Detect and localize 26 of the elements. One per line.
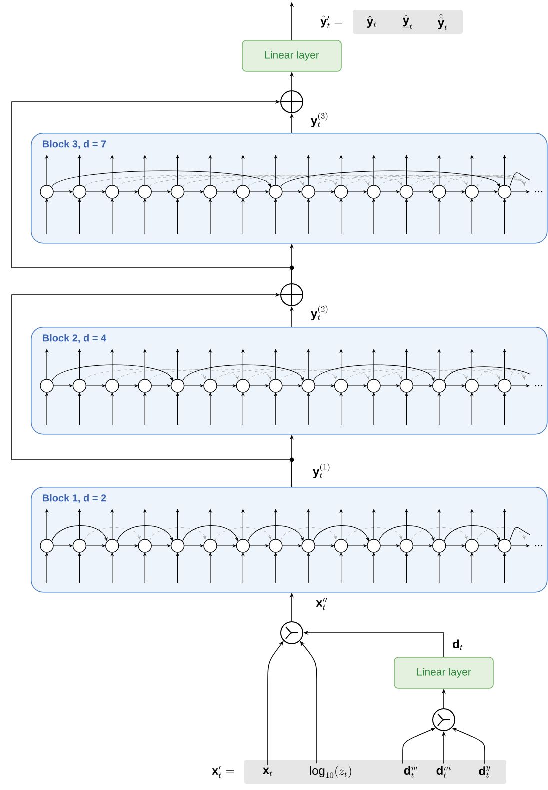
sum-symbol (280, 284, 304, 306)
formula-term: $\mathbf{d}_t^w$ (404, 766, 418, 778)
formula-term: $\hat{\mathbf{y}}_t$ (366, 16, 376, 28)
formula-term: $\mathbf{x}_t$ (262, 768, 272, 776)
block-panel: Block 1, d = 2 (31, 487, 548, 593)
edge-label: $\mathbf{x}''_t$ (315, 597, 329, 611)
linear-layer-box: Linear layer (394, 657, 494, 689)
sum-symbol (280, 90, 304, 114)
edge-label: $\mathbf{y}_t^{(3)}$ (310, 112, 330, 128)
concat-symbol (280, 622, 304, 644)
edge-label: $\mathbf{d}_t$ (452, 638, 464, 652)
linear-layer-box: Linear layer (242, 40, 342, 72)
node-label: $\hat{\mathbf{y}}'_t =$ (320, 16, 343, 28)
formula-term: $\underline{\hat{\mathbf{y}}}_t$ (402, 14, 412, 30)
arrow (12, 292, 292, 488)
formula-term: $\mathbf{d}_t^y$ (479, 766, 490, 778)
formula-term: $\hat{\hat{\mathbf{y}}}_t$ (438, 14, 448, 30)
formula-term: $\mathbf{d}_t^m$ (436, 766, 451, 778)
block-panel: Block 2, d = 4 (31, 327, 548, 435)
arrow (12, 100, 292, 284)
edge-label: $\mathbf{y}_t^{(2)}$ (310, 304, 330, 322)
node-label: $\mathbf{x}'_t =$ (212, 766, 234, 778)
concat-symbol (432, 708, 456, 732)
block-panel: Block 3, d = 7 (31, 133, 548, 244)
formula-term: $\log_{10}(\bar{z}_t)$ (310, 766, 352, 778)
edge-label: $\mathbf{y}_t^{(1)}$ (312, 462, 332, 480)
